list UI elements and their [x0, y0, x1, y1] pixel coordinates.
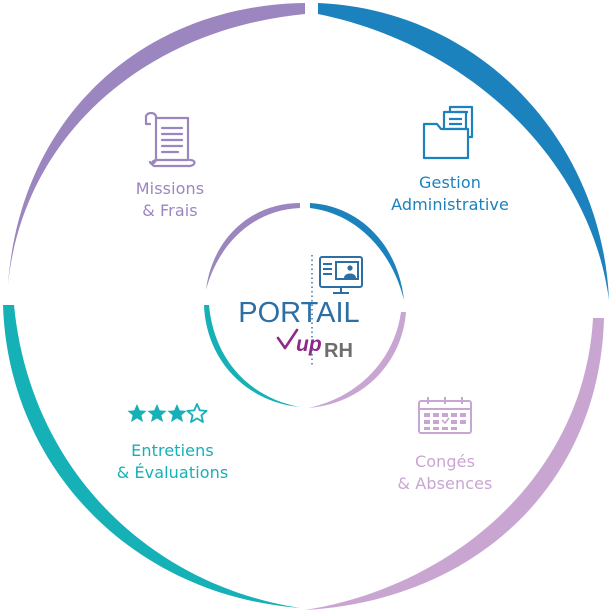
label-entretiens-line2: & Évaluations — [116, 463, 229, 482]
label-gestion-line2: Administrative — [391, 195, 509, 214]
star-filled-3 — [167, 404, 187, 422]
label-conges-line2: & Absences — [397, 474, 493, 493]
outer-ring-arc-entretiens — [3, 305, 300, 608]
label-entretiens-line1: Entretiens — [131, 441, 214, 460]
label-gestion-line1: Gestion — [419, 173, 481, 192]
portail-up-rh-logo: PORTAIL up RH — [238, 255, 363, 365]
star-outline-4 — [186, 403, 208, 423]
inner-ring-arc-gestion — [310, 203, 404, 300]
logo-brand: up — [296, 333, 322, 356]
folder-documents-icon — [422, 105, 474, 160]
logo-suffix: RH — [324, 340, 353, 362]
calendar-icon — [418, 397, 472, 434]
outer-ring-arc-missions — [8, 3, 305, 285]
label-conges-line1: Congés — [414, 452, 476, 471]
inner-ring-arc-missions — [206, 203, 300, 290]
star-filled-2 — [147, 404, 167, 422]
label-missions-line2: & Frais — [142, 201, 198, 220]
label-entretiens-evaluations: Entretiens & Évaluations — [90, 440, 255, 484]
logo-title: PORTAIL — [238, 297, 359, 329]
label-gestion-administrative: Gestion Administrative — [370, 172, 530, 216]
rating-stars-icon — [127, 403, 208, 423]
outer-ring-arc-gestion — [318, 3, 609, 300]
inner-ring-arc-conges — [308, 312, 406, 408]
label-missions-line1: Missions — [135, 179, 205, 198]
label-conges-absences: Congés & Absences — [370, 451, 520, 495]
star-filled-1 — [127, 404, 147, 422]
label-missions-frais: Missions & Frais — [100, 178, 240, 222]
computer-profile-icon — [319, 256, 363, 294]
scroll-icon — [144, 111, 196, 168]
inner-ring-arc-entretiens — [204, 305, 300, 407]
checkmark-icon — [276, 328, 299, 350]
outer-ring-arc-conges — [305, 318, 604, 610]
